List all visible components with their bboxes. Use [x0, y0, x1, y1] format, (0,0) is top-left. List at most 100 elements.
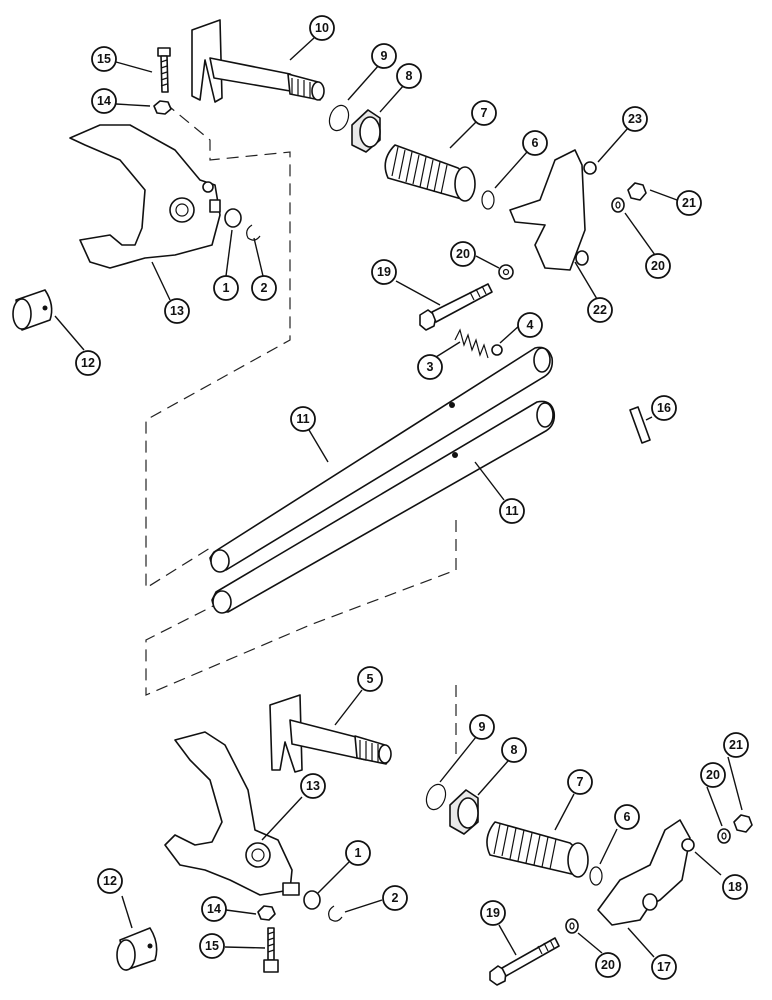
selector-shaft-lower	[269, 694, 392, 773]
callout-label: 7	[481, 106, 488, 120]
shift-fork-lower	[164, 731, 300, 896]
callout-balloons: 10 15 14 9 8 7 6 23 21 20 22 1 2 13 12 2…	[75, 15, 749, 980]
callout-label: 21	[682, 196, 696, 210]
clip-lower	[328, 905, 343, 922]
callout-label: 1	[223, 281, 230, 295]
callout-1: 1	[213, 275, 239, 301]
locknut-lower	[449, 789, 479, 835]
callout-label: 15	[205, 939, 219, 953]
detent-spring	[454, 328, 489, 359]
detent-lower	[303, 890, 321, 910]
callout-label: 6	[624, 810, 631, 824]
callout-label: 8	[406, 69, 413, 83]
spring-lower	[486, 821, 589, 878]
clip-upper	[246, 224, 261, 241]
callout-14: 14	[201, 896, 227, 922]
callout-15: 15	[91, 46, 117, 72]
callout-label: 10	[315, 21, 329, 35]
callout-label: 21	[729, 738, 743, 752]
callout-2: 2	[251, 275, 277, 301]
callout-19: 19	[371, 259, 397, 285]
callout-15: 15	[199, 933, 225, 959]
callout-19: 19	[480, 900, 506, 926]
callout-label: 13	[170, 304, 184, 318]
nut-21-lower	[733, 814, 753, 833]
callout-label: 7	[577, 775, 584, 789]
callout-5: 5	[357, 666, 383, 692]
callout-label: 20	[651, 259, 665, 273]
bolt-19-lower	[489, 937, 560, 986]
snap-ring-upper	[328, 104, 350, 132]
washer-upper-right	[611, 197, 625, 213]
nut-21-upper	[627, 182, 647, 201]
callout-label: 2	[261, 281, 268, 295]
callout-label: 20	[706, 768, 720, 782]
bushing-upper	[12, 289, 53, 331]
callout-14: 14	[91, 88, 117, 114]
callout-20: 20	[595, 952, 621, 978]
shift-fork-upper	[69, 124, 221, 269]
callout-label: 12	[81, 356, 95, 370]
callout-label: 5	[367, 672, 374, 686]
selector-shaft-upper	[191, 19, 325, 103]
callout-22: 22	[587, 297, 613, 323]
callout-6: 6	[614, 804, 640, 830]
callout-label: 9	[381, 49, 388, 63]
callout-1: 1	[345, 840, 371, 866]
bushing-lower	[116, 927, 158, 971]
callout-label: 19	[486, 906, 500, 920]
shift-rail-upper	[209, 346, 554, 573]
detent-upper	[224, 208, 242, 228]
washer-lower	[565, 918, 579, 934]
callout-label: 20	[601, 958, 615, 972]
callout-label: 11	[505, 504, 518, 518]
spring-upper	[384, 144, 476, 202]
callout-label: 12	[103, 874, 117, 888]
callout-label: 6	[532, 136, 539, 150]
leader-lines	[54, 37, 743, 958]
washer-lower-right	[717, 828, 731, 844]
callout-3: 3	[417, 354, 443, 380]
callout-16: 16	[651, 395, 677, 421]
assembly-outline-upper	[145, 102, 291, 590]
washer-mid	[498, 264, 514, 280]
callout-21: 21	[676, 190, 702, 216]
callout-9: 9	[469, 714, 495, 740]
callout-label: 14	[207, 902, 221, 916]
callout-label: 11	[296, 412, 309, 426]
callout-9: 9	[371, 43, 397, 69]
bolt-lower	[263, 927, 279, 973]
callout-label: 19	[377, 265, 391, 279]
callout-18: 18	[722, 874, 748, 900]
callout-label: 1	[355, 846, 362, 860]
callout-10: 10	[309, 15, 335, 41]
callout-20: 20	[450, 241, 476, 267]
callout-21: 21	[723, 732, 749, 758]
callout-13: 13	[300, 773, 326, 799]
callout-label: 2	[392, 891, 399, 905]
locknut-upper	[351, 109, 381, 153]
roll-pin	[629, 406, 651, 444]
callout-label: 22	[593, 303, 607, 317]
callout-label: 14	[97, 94, 111, 108]
callout-20: 20	[700, 762, 726, 788]
snap-ring-lower	[425, 783, 447, 811]
callout-label: 23	[628, 112, 642, 126]
nut-upper	[153, 100, 172, 115]
ring-lower	[589, 866, 603, 886]
callout-label: 8	[511, 743, 518, 757]
callout-20: 20	[645, 253, 671, 279]
callout-8: 8	[501, 737, 527, 763]
callout-label: 3	[427, 360, 434, 374]
shift-rail-lower	[211, 400, 556, 614]
bolt-19-upper	[419, 283, 493, 331]
callout-7: 7	[567, 769, 593, 795]
callout-6: 6	[522, 130, 548, 156]
detent-ball	[491, 344, 503, 356]
callout-23: 23	[622, 106, 648, 132]
callout-13: 13	[164, 298, 190, 324]
callout-label: 17	[657, 960, 671, 974]
callout-label: 18	[728, 880, 742, 894]
lever-upper	[509, 149, 597, 271]
